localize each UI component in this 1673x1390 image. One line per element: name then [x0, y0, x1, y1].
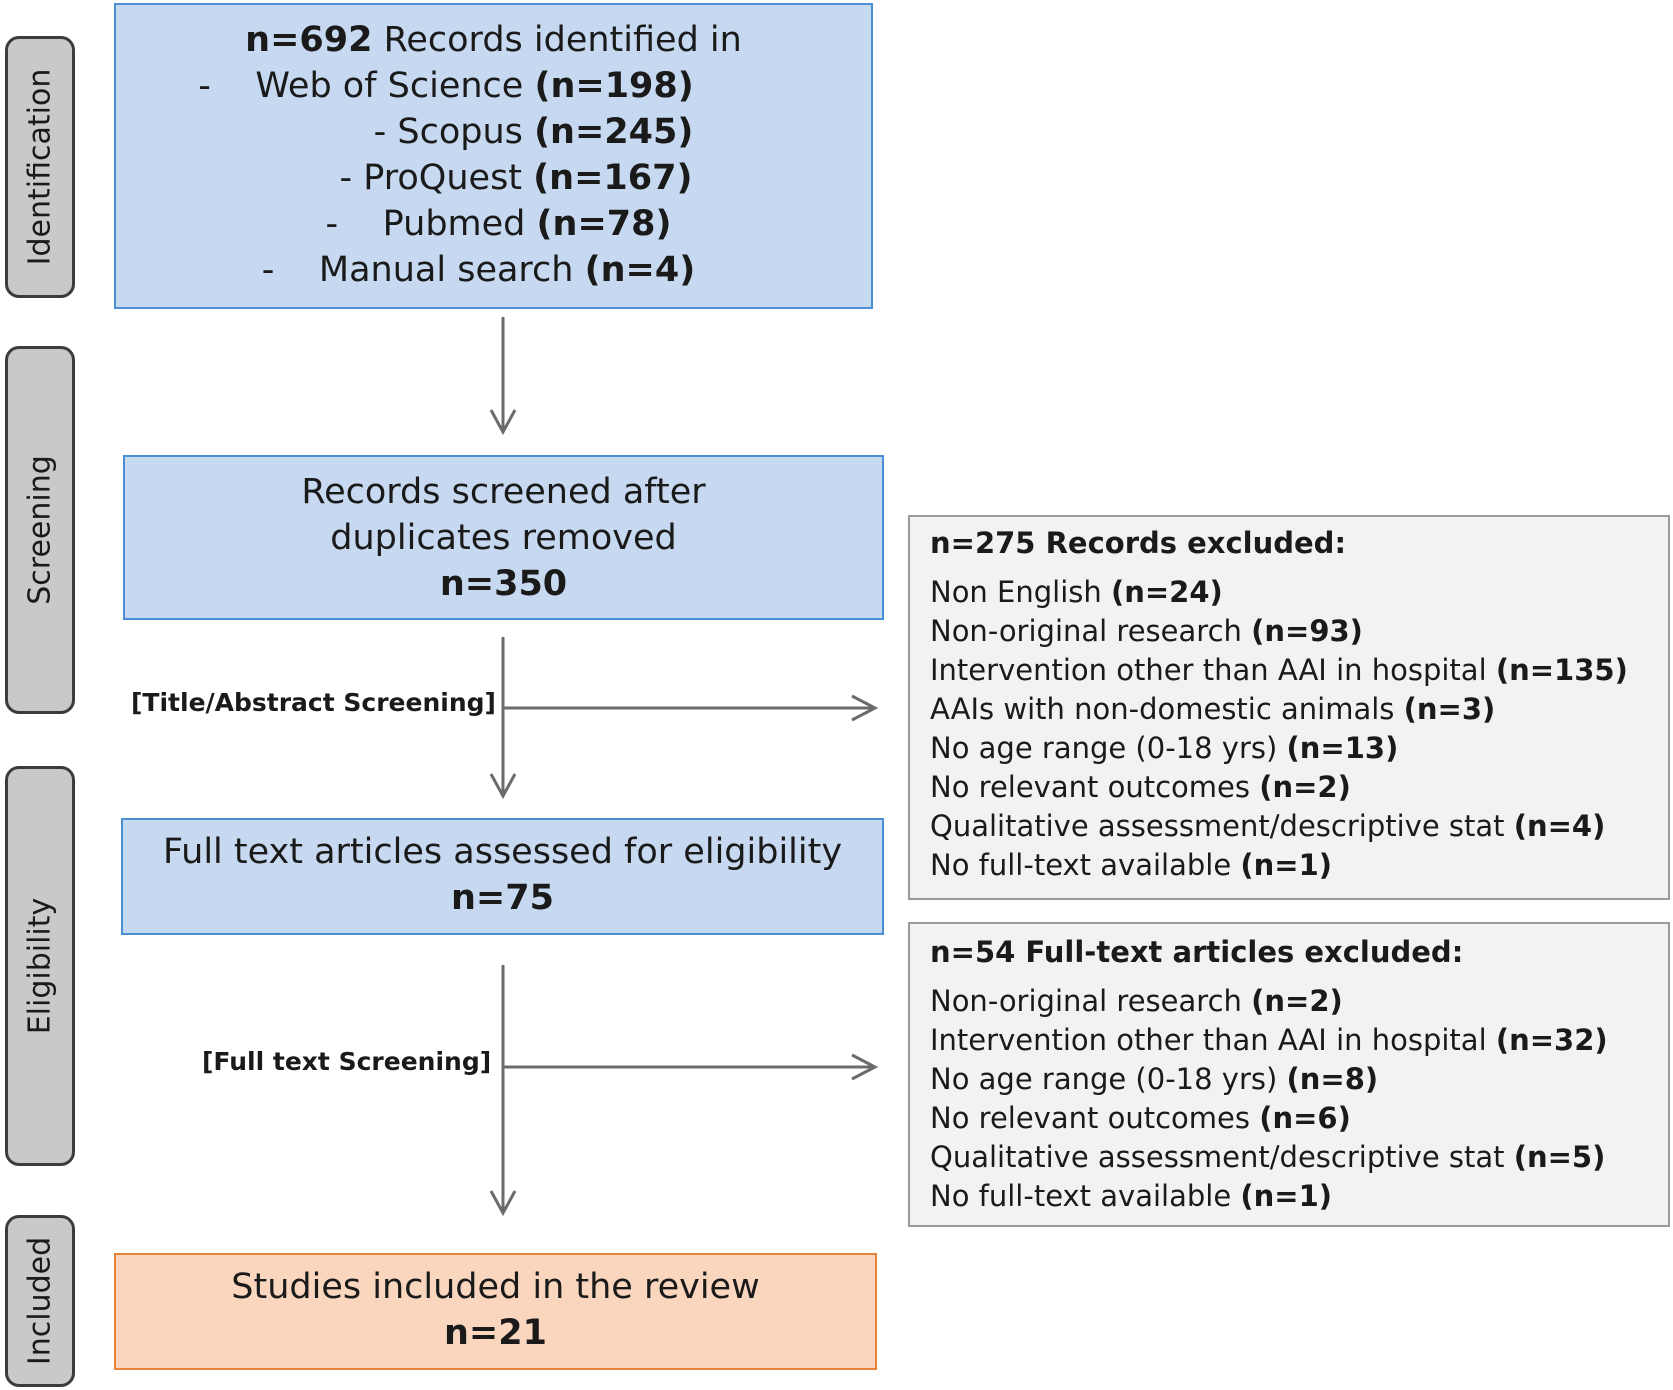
exclusion-item: No age range (0-18 yrs) (n=8) [930, 1060, 1668, 1099]
exclusion-count: (n=2) [1259, 770, 1351, 804]
exclusion-item: No relevant outcomes (n=6) [930, 1099, 1668, 1138]
exclusion-reason: Non-original research [930, 984, 1242, 1018]
exclusion-item: No age range (0-18 yrs) (n=13) [930, 729, 1668, 768]
exclusion-item: AAIs with non-domestic animals (n=3) [930, 690, 1668, 729]
full-text-assessed-box: Full text articles assessed for eligibil… [121, 818, 884, 935]
exclusion-item: Non English (n=24) [930, 573, 1668, 612]
exclusion-reason: Qualitative assessment/descriptive stat [930, 1140, 1505, 1174]
source-count: (n=4) [584, 250, 696, 290]
exclusion-reason: Qualitative assessment/descriptive stat [930, 809, 1505, 843]
exclusion-count: (n=1) [1240, 1179, 1333, 1213]
exclusion-item: No full-text available (n=1) [930, 1177, 1668, 1216]
source-item: - ProQuest (n=167) [339, 158, 693, 198]
exclusion-reason: No relevant outcomes [930, 770, 1250, 804]
exclusion-count: (n=1) [1240, 848, 1333, 882]
exclusion-item: No full-text available (n=1) [930, 846, 1668, 885]
phase-eligibility: Eligibility [5, 766, 75, 1166]
records-screened-count: n=350 [439, 564, 568, 604]
full-text-screening-label: [Full text Screening] [202, 1047, 492, 1076]
exclusion-reason: No relevant outcomes [930, 1101, 1250, 1135]
exclusion-item: Non-original research (n=2) [930, 982, 1668, 1021]
exclusion-item: No relevant outcomes (n=2) [930, 768, 1668, 807]
source-count: (n=245) [534, 112, 694, 152]
exclusion-reason: No full-text available [930, 848, 1232, 882]
records-identified-heading: n=692 Records identified in [116, 17, 871, 63]
source-name: Scopus [397, 112, 523, 152]
arrowhead-to-records-excluded [851, 694, 879, 722]
source-name: ProQuest [363, 158, 523, 198]
source-item: - Scopus (n=245) [373, 112, 694, 152]
records-screened-box: Records screened after duplicates remove… [123, 455, 884, 620]
records-screened-line1: Records screened after [301, 472, 706, 512]
source-name: Web of Science [255, 66, 524, 106]
source-name: Manual search [318, 250, 574, 290]
source-item: - Pubmed (n=78) [325, 204, 672, 244]
arrowhead-to-fulltext-excluded [851, 1053, 879, 1081]
source-name: Pubmed [382, 204, 526, 244]
exclusion-reason: No full-text available [930, 1179, 1232, 1213]
exclusion-count: (n=4) [1513, 809, 1606, 843]
exclusion-reason: Non-original research [930, 614, 1242, 648]
records-excluded-box: n=275 Records excluded: Non English (n=2… [908, 515, 1670, 900]
source-item: - Web of Science (n=198) [198, 66, 694, 106]
source-count: (n=167) [533, 158, 693, 198]
exclusion-count: (n=32) [1495, 1023, 1608, 1057]
exclusion-reason: Intervention other than AAI in hospital [930, 653, 1487, 687]
records-identified-count: n=692 [245, 20, 373, 60]
fulltext-excluded-heading: n=54 Full-text articles excluded: [930, 935, 1464, 969]
studies-included-label: Studies included in the review [231, 1267, 760, 1307]
exclusion-count: (n=6) [1259, 1101, 1351, 1135]
records-identified-box: n=692 Records identified in - Web of Sci… [114, 3, 873, 309]
records-excluded-heading: n=275 Records excluded: [930, 526, 1347, 560]
full-text-assessed-count: n=75 [451, 878, 554, 918]
exclusion-reason: No age range (0-18 yrs) [930, 1062, 1278, 1096]
source-count: (n=78) [536, 204, 672, 244]
records-screened-line2: duplicates removed [330, 518, 677, 558]
exclusion-reason: No age range (0-18 yrs) [930, 731, 1278, 765]
studies-included-box: Studies included in the review n=21 [114, 1253, 877, 1370]
exclusion-item: Intervention other than AAI in hospital … [930, 1021, 1668, 1060]
records-identified-label: Records identified in [383, 20, 742, 60]
title-abstract-screening-label: [Title/Abstract Screening] [131, 688, 496, 717]
arrowhead-screening-to-eligibility [489, 773, 517, 800]
exclusion-item: Non-original research (n=93) [930, 612, 1668, 651]
exclusion-count: (n=5) [1513, 1140, 1606, 1174]
exclusion-count: (n=135) [1495, 653, 1628, 687]
source-count: (n=198) [534, 66, 694, 106]
exclusion-count: (n=8) [1286, 1062, 1379, 1096]
arrowhead-identification-to-screening [489, 409, 517, 436]
exclusion-count: (n=2) [1251, 984, 1343, 1018]
arrowhead-eligibility-to-included [489, 1190, 517, 1217]
phase-included: Included [5, 1215, 75, 1387]
phase-identification: Identification [5, 36, 75, 298]
source-item: - Manual search (n=4) [261, 250, 696, 290]
fulltext-excluded-box: n=54 Full-text articles excluded: Non-or… [908, 922, 1670, 1227]
full-text-assessed-label: Full text articles assessed for eligibil… [162, 832, 843, 872]
exclusion-reason: AAIs with non-domestic animals [930, 692, 1395, 726]
exclusion-reason: Non English [930, 575, 1102, 609]
studies-included-count: n=21 [444, 1313, 547, 1353]
exclusion-count: (n=13) [1286, 731, 1399, 765]
exclusion-count: (n=3) [1403, 692, 1496, 726]
exclusion-item: Intervention other than AAI in hospital … [930, 651, 1668, 690]
exclusion-reason: Intervention other than AAI in hospital [930, 1023, 1487, 1057]
exclusion-count: (n=93) [1251, 614, 1363, 648]
phase-screening: Screening [5, 346, 75, 714]
exclusion-item: Qualitative assessment/descriptive stat … [930, 1138, 1668, 1177]
exclusion-item: Qualitative assessment/descriptive stat … [930, 807, 1668, 846]
exclusion-count: (n=24) [1110, 575, 1223, 609]
